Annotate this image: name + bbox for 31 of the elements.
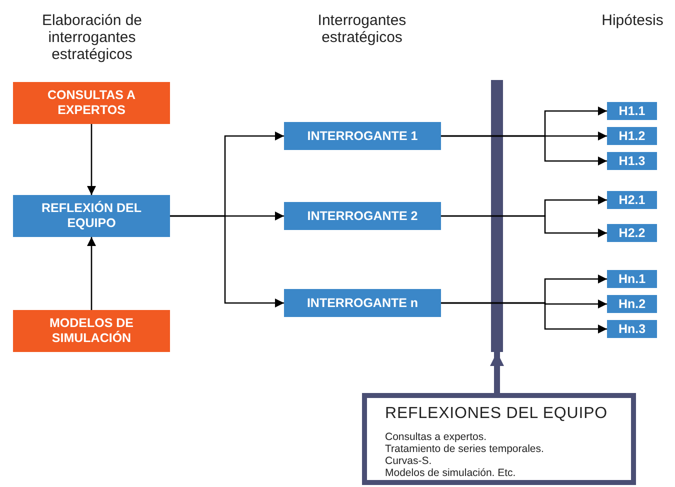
process-box: INTERROGANTE n (284, 289, 441, 317)
process-box: INTERROGANTE 2 (284, 202, 441, 230)
arrow (87, 237, 96, 310)
process-box: INTERROGANTE 1 (284, 122, 441, 150)
process-box: H2.1 (607, 191, 657, 209)
note-line: Modelos de simulación. Etc. (385, 467, 516, 479)
arrow (87, 124, 96, 195)
note-line: Tratamiento de series temporales. (385, 443, 544, 455)
notes-box (362, 393, 636, 485)
process-box: REFLEXIÓN DEL EQUIPO (13, 195, 170, 237)
process-box: MODELOS DE SIMULACIÓN (13, 310, 170, 352)
note-line: Consultas a expertos. (385, 431, 487, 443)
process-box: Hn.3 (607, 320, 657, 338)
arrow (441, 215, 607, 238)
arrow (490, 352, 504, 393)
process-box: H1.1 (607, 102, 657, 120)
process-box: H1.2 (607, 127, 657, 145)
column-heading: Hipótesis (600, 12, 664, 29)
process-box: H2.2 (607, 224, 657, 242)
column-heading: Elaboración de interrogantes estratégicos (40, 12, 144, 63)
process-box: Hn.2 (607, 295, 657, 313)
process-box: H1.3 (607, 152, 657, 170)
arrow (170, 215, 284, 308)
box-heading: REFLEXIONES DEL EQUIPO (385, 404, 608, 424)
column-heading: Interrogantes estratégicos (316, 12, 408, 46)
note-line: Curvas-S. (385, 455, 432, 467)
arrow (441, 302, 607, 334)
arrow (441, 135, 607, 166)
process-box: CONSULTAS A EXPERTOS (13, 82, 170, 124)
vertical-bar (491, 80, 503, 352)
process-box: Hn.1 (607, 270, 657, 288)
